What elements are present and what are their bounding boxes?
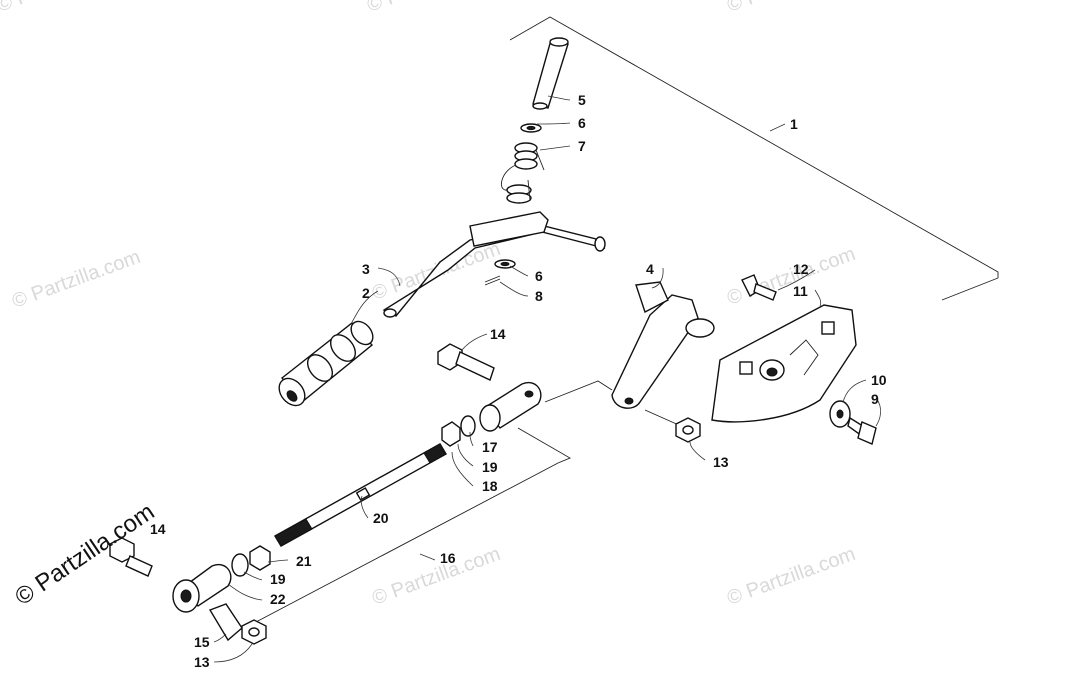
leader-lines	[213, 95, 881, 663]
brake-arm	[611, 281, 715, 431]
watermark: © Partzilla.com	[0, 0, 128, 17]
callout-13-lower: 13	[194, 654, 210, 670]
callout-7: 7	[578, 138, 586, 154]
bolt-9	[847, 416, 877, 445]
assembly-outline-16	[255, 380, 613, 623]
torsion-spring	[501, 142, 545, 204]
bolt-14-lower	[109, 537, 153, 577]
nut-21	[249, 545, 271, 571]
watermark: © Partzilla.com	[9, 246, 143, 313]
callout-6-lower: 6	[535, 268, 543, 284]
callout-6-upper: 6	[578, 115, 586, 131]
threaded-rod	[274, 443, 447, 547]
callout-19-lower: 19	[270, 571, 286, 587]
callout-20: 20	[373, 510, 389, 526]
washer-10	[829, 400, 851, 428]
watermark: © Partzilla.com	[724, 543, 858, 610]
mounting-bracket	[711, 304, 857, 423]
brake-pedal-lever	[382, 211, 606, 318]
cotter-pin	[484, 275, 501, 286]
washer-upper	[520, 123, 542, 133]
watermark: © Partzilla.com	[724, 0, 858, 17]
callout-22: 22	[270, 591, 286, 607]
bolt-14-middle	[437, 343, 495, 381]
nut-13-middle	[675, 417, 701, 443]
bracket-15	[208, 603, 243, 642]
callout-1: 1	[790, 116, 798, 132]
pedal-grip	[278, 320, 374, 407]
bolt-12	[741, 274, 777, 301]
callout-2: 2	[362, 285, 370, 301]
callout-8: 8	[535, 288, 543, 304]
rod-end-17	[479, 381, 542, 432]
callout-13-middle: 13	[713, 454, 729, 470]
watermark: © Partzilla.com	[364, 0, 498, 17]
callout-15: 15	[194, 634, 210, 650]
watermark: © Partzilla.com	[724, 243, 858, 310]
callout-5: 5	[578, 92, 586, 108]
callout-17: 17	[482, 439, 498, 455]
callout-19-middle: 19	[482, 459, 498, 475]
spacer-19-lower	[231, 553, 249, 577]
spacer-19	[460, 415, 476, 437]
rod-end-22	[172, 563, 232, 613]
callout-14-middle: 14	[490, 326, 506, 342]
callout-4: 4	[646, 261, 654, 277]
callout-labels: 1 2 3 4 5 6 6 7 8 9 10 11 12 13 13 14 14…	[150, 92, 887, 670]
callout-18: 18	[482, 478, 498, 494]
assembly-outline-1	[509, 16, 999, 301]
nut-13-lower	[241, 619, 267, 645]
brand-watermark: © Partzilla.com	[10, 498, 159, 611]
callout-14-lower: 14	[150, 521, 166, 537]
pivot-pin	[532, 37, 569, 110]
callout-11: 11	[793, 283, 808, 299]
callout-3: 3	[362, 261, 370, 277]
callout-12: 12	[793, 261, 809, 277]
watermark: © Partzilla.com	[369, 543, 503, 610]
callout-21: 21	[296, 553, 312, 569]
nut-18	[441, 421, 461, 447]
callout-10: 10	[871, 372, 887, 388]
callout-9: 9	[871, 391, 879, 407]
callout-16: 16	[440, 550, 456, 566]
